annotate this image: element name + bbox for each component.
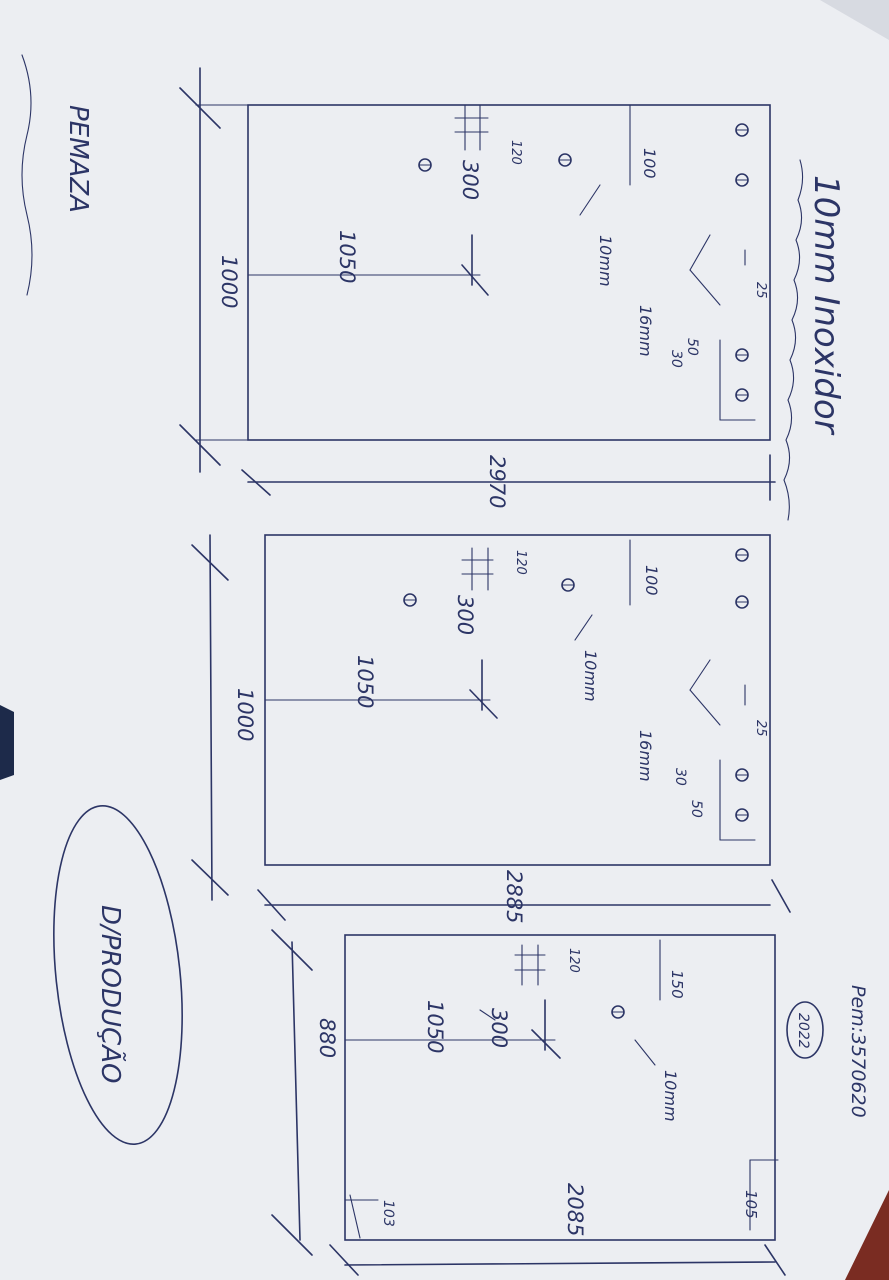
piece-3-drawing <box>271 929 786 1276</box>
piece-1-slot-offset: 120 <box>508 140 523 165</box>
label-left: PEMAZA <box>63 105 93 213</box>
piece-1-hole-a: 16mm <box>636 305 655 357</box>
paper-fold <box>820 0 889 40</box>
cloth-corner <box>0 705 14 780</box>
piece-3-small-offset: 103 <box>380 1200 396 1227</box>
piece-2-edge-offset: 100 <box>642 565 661 596</box>
heading-underline <box>783 159 804 521</box>
piece-2-drawing <box>191 534 791 921</box>
piece-3-hole-a: 10mm <box>661 1070 680 1122</box>
piece-3-width: 2085 <box>563 1183 587 1236</box>
piece-2-height: 1000 <box>233 688 257 741</box>
piece-3-holes <box>611 1005 625 1019</box>
piece-3-slot-pitch: 1050 <box>423 1000 447 1053</box>
piece-2-pair-offset: 30 <box>672 768 688 786</box>
piece-1-holes <box>418 123 749 402</box>
table-edge <box>845 1165 889 1280</box>
piece-2-hole-a: 16mm <box>636 730 655 782</box>
stamp-oval <box>53 805 183 1145</box>
piece-3-slot-offset: 120 <box>566 948 581 973</box>
piece-1-height: 1000 <box>217 255 241 308</box>
piece-1-pair-spacing: 50 <box>684 338 700 356</box>
piece-2-labels: 2885 1000 1050 300 100 120 25 50 30 16mm… <box>233 550 768 923</box>
piece-3-outline <box>344 934 776 1241</box>
label-right-circle: 2022 <box>795 1013 811 1049</box>
year-circle <box>786 1001 824 1059</box>
piece-2-width: 2885 <box>502 870 526 923</box>
left-underline <box>21 54 33 296</box>
piece-1-labels: 2970 1000 1050 300 100 120 25 50 30 16mm… <box>217 140 768 508</box>
piece-3-labels: 2085 880 1050 300 150 120 103 105 10mm <box>315 948 760 1236</box>
label-right-bottom: D/PRODUÇÃO <box>95 905 127 1083</box>
piece-1-slot-spacing: 300 <box>458 160 482 200</box>
piece-1-slot-pitch: 1050 <box>335 230 359 283</box>
piece-1-hole-b: 10mm <box>596 235 615 287</box>
piece-2-slot-pitch: 1050 <box>353 655 377 708</box>
piece-2-slot-offset: 120 <box>513 550 528 575</box>
piece-3-slot-spacing: 300 <box>487 1008 511 1048</box>
piece-1-outline <box>247 104 771 441</box>
piece-2-hole-b: 10mm <box>581 650 600 702</box>
piece-3-edge-offset: 150 <box>668 970 686 999</box>
piece-2-pair-spacing: 50 <box>688 800 704 818</box>
piece-2-small-offset: 25 <box>753 720 768 737</box>
piece-1-small-offset: 25 <box>753 282 768 299</box>
piece-1-edge-offset: 100 <box>640 148 659 179</box>
label-right-top: Pem:3570620 <box>847 985 869 1118</box>
heading: 10mm Inoxidor <box>806 175 846 436</box>
piece-2-holes <box>403 548 749 822</box>
piece-1-drawing <box>179 67 776 501</box>
piece-3-height: 880 <box>315 1018 339 1058</box>
piece-3-corner-offset: 105 <box>742 1190 760 1219</box>
piece-1-pair-offset: 30 <box>668 350 684 368</box>
piece-1-width: 2970 <box>485 455 509 508</box>
piece-2-slot-spacing: 300 <box>453 595 477 635</box>
